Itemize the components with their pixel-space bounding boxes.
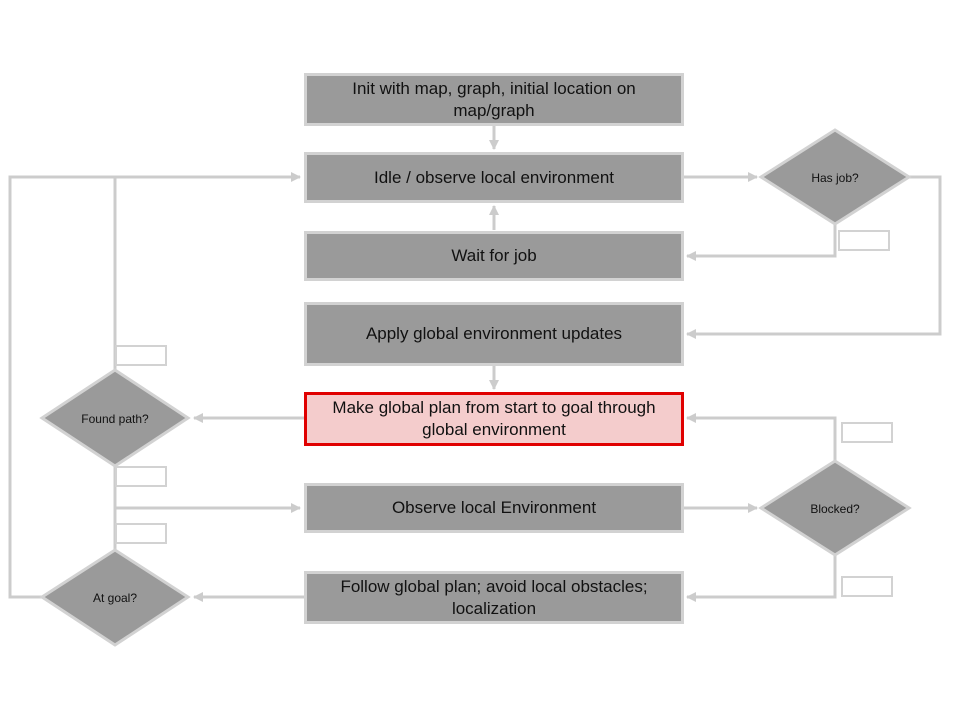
at-goal-no-branch-label	[115, 523, 167, 544]
init-box: Init with map, graph, initial location o…	[304, 73, 684, 126]
found-path-no-branch-label	[115, 345, 167, 366]
make-plan-box: Make global plan from start to goal thro…	[304, 392, 684, 446]
arrow-has-job-no-to-wait	[686, 224, 837, 261]
has-job-branch-label	[838, 230, 890, 251]
at-goal-diamond	[39, 548, 191, 647]
arrow-blocked-yes-to-plan	[686, 413, 837, 461]
blocked-yes-branch-label	[841, 422, 893, 443]
arrow-blocked-no-to-follow	[686, 555, 837, 602]
blocked-label: Blocked?	[810, 502, 860, 516]
observe-box: Observe local Environment	[304, 483, 684, 533]
has-job-diamond	[758, 128, 912, 226]
found-path-yes-branch-label	[115, 466, 167, 487]
arrow-at-goal-to-idle	[8, 172, 301, 599]
blocked-no-branch-label	[841, 576, 893, 597]
apply-updates-box: Apply global environment updates	[304, 302, 684, 366]
has-job-label: Has job?	[811, 171, 859, 185]
found-path-label: Found path?	[81, 412, 149, 426]
idle-box: Idle / observe local environment	[304, 152, 684, 203]
blocked-diamond	[758, 459, 912, 557]
at-goal-label: At goal?	[92, 591, 138, 605]
wait-box: Wait for job	[304, 231, 684, 281]
arrow-has-job-yes-to-updates	[686, 175, 942, 339]
follow-plan-box: Follow global plan; avoid local obstacle…	[304, 571, 684, 624]
